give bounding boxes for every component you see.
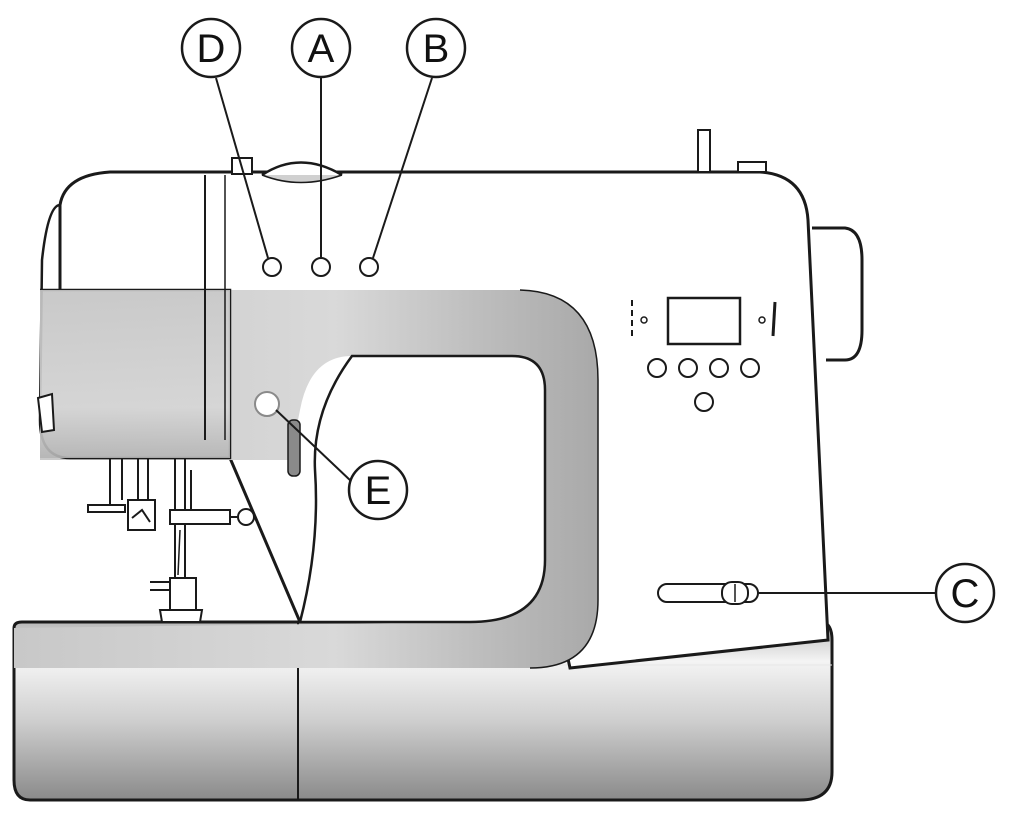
callout-b-label: B [423,27,450,71]
head-front [36,175,232,460]
speed-slider [657,581,759,605]
callout-d: D [180,17,242,79]
button-d-marker [262,257,282,277]
callout-c: C [934,562,996,624]
callout-b: B [405,17,467,79]
callout-e-label: E [365,469,392,513]
callouts: D A B E C [180,17,996,624]
callout-c-label: C [951,572,980,616]
button-b-marker [359,257,379,277]
callout-a: A [290,17,352,79]
head-buttons [254,257,379,477]
callout-d-label: D [197,27,226,71]
leader-lines [215,77,940,594]
button-a-marker [311,257,331,277]
lcd-display [666,296,742,346]
callout-e: E [347,459,409,521]
handwheel [812,226,864,362]
needle-assembly [87,458,255,623]
top-details [231,129,767,184]
button-e-marker [254,391,280,417]
callout-a-label: A [308,27,335,71]
control-panel [631,296,777,412]
